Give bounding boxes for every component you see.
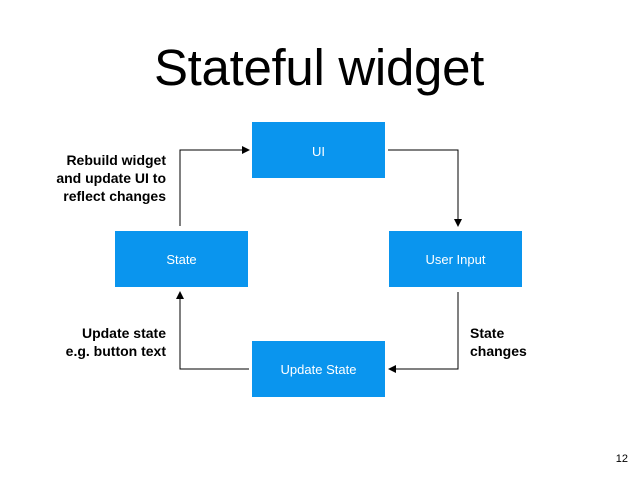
arrow-input-to-update: [388, 292, 459, 373]
note-line: Rebuild widget: [66, 152, 166, 168]
slide-title: Stateful widget: [153, 39, 485, 96]
page-number: 12: [615, 453, 628, 465]
note-line: Update state: [81, 325, 166, 341]
arrow-ui-to-input: [388, 149, 462, 227]
state-node: State: [115, 231, 248, 287]
rebuild-widget-note: Rebuild widget and update UI to reflect …: [6, 151, 166, 205]
ui-node: UI: [252, 122, 385, 178]
update-state-note: Update state e.g. button text: [6, 324, 166, 360]
arrow-update-to-state: [176, 291, 249, 370]
arrow-state-to-ui: [179, 146, 250, 226]
note-line: changes: [470, 343, 527, 359]
state-changes-note: State changes: [470, 324, 590, 360]
note-line: State: [470, 325, 505, 341]
note-line: e.g. button text: [65, 343, 166, 359]
update-state-node: Update State: [252, 341, 385, 397]
user-input-node: User Input: [389, 231, 522, 287]
note-line: reflect changes: [63, 188, 166, 204]
note-line: and update UI to: [56, 170, 166, 186]
